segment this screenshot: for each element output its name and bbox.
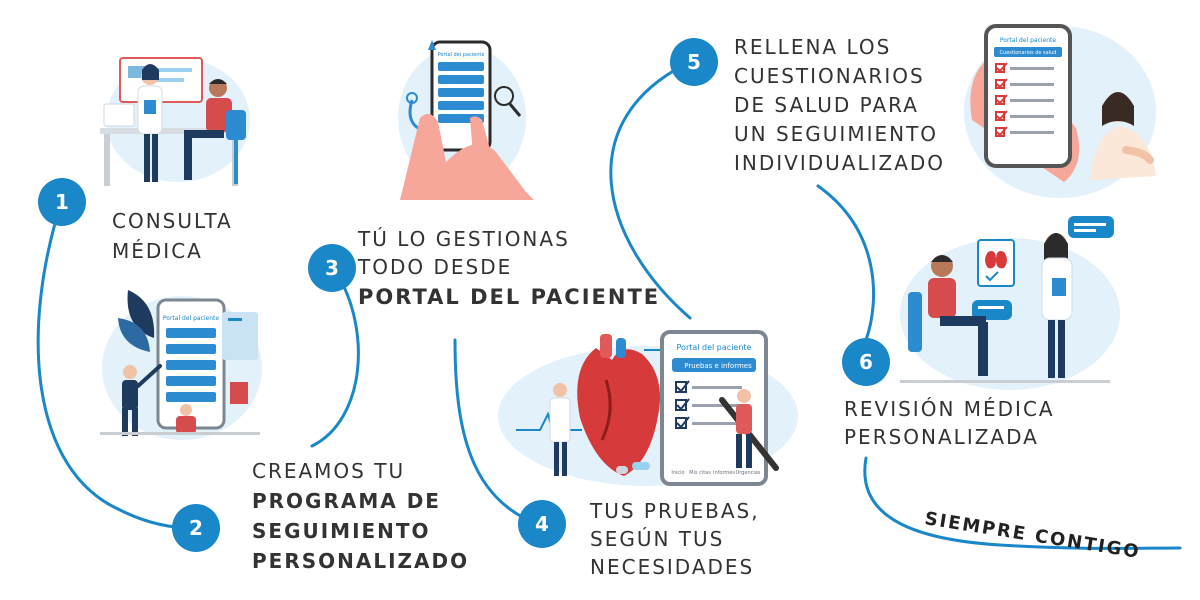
svg-text:2: 2 [189,516,203,540]
illustration-patient-portal: Portal del paciente [398,40,534,200]
step-badge-3: 3 [308,244,356,292]
tests-nav-inicio: Inicio [671,470,684,476]
connector-1-2 [36,198,194,530]
tests-screen-button: Pruebas e informes [684,362,752,370]
tagline: SIEMPRE CONTIGO [923,508,1142,563]
hands [400,113,534,200]
step-3-label: TÚ LO GESTIONAS TODO DESDE PORTAL DEL PA… [357,227,660,309]
connector-6-end [863,456,1182,550]
step-badge-5: 5 [670,38,718,86]
portal-screen-title: Portal del paciente [438,52,485,58]
step-1-label: CONSULTA MÉDICA [112,209,241,263]
svg-text:3: 3 [325,256,339,280]
questionnaire-screen-button: Cuestionarios de salud [1000,50,1057,56]
program-screen-title: Portal del paciente [163,315,220,322]
step-6-label: REVISIÓN MÉDICA PERSONALIZADA [844,397,1063,449]
tests-screen-title: Portal del paciente [677,343,752,352]
svg-text:6: 6 [859,350,873,374]
step-5-label: RELLENA LOS CUESTIONARIOS DE SALUD PARA … [734,35,946,175]
step-labels: CONSULTA MÉDICA CREAMOS TU PROGRAMA DE S… [112,35,1142,579]
step-badge-2: 2 [172,504,220,552]
connector-2-3 [310,270,360,448]
connector-3-4 [453,338,542,527]
checkbox-icon [675,380,690,429]
step-2-label: CREAMOS TU PROGRAMA DE SEGUIMIENTO PERSO… [252,459,469,573]
illustration-questionnaire: Portal del paciente Cuestionarios de sal… [964,24,1156,198]
step-4-label: TUS PRUEBAS, SEGÚN TUS NECESIDADES [589,499,768,579]
illustration-program: Portal del paciente [100,290,262,440]
tests-nav-citas: Mis citas [689,470,711,476]
tests-nav-informes: Informes [713,470,735,476]
svg-text:5: 5 [687,50,701,74]
step-badge-1: 1 [38,178,86,226]
illustration-tests: Portal del paciente Pruebas e informes I… [498,330,798,486]
questionnaire-screen-title: Portal del paciente [1000,37,1057,44]
connector-5-6 [816,184,875,342]
kidney-icon [985,251,1007,269]
step-badge-4: 4 [518,500,566,548]
step-badges: 1 2 3 4 5 6 [38,38,890,552]
svg-text:1: 1 [55,190,69,214]
leaf-decoration [127,290,155,338]
connector-lines [36,60,1182,550]
illustration-consultation [100,57,250,186]
svg-text:4: 4 [535,512,549,536]
heart-illustration [577,348,660,476]
illustration-review [900,216,1120,390]
connector-4-5 [609,60,692,320]
speech-bubble-icon [972,216,1114,320]
questionnaire-checks [995,62,1008,137]
step-badge-6: 6 [842,338,890,386]
tests-nav-urgencias: Urgencias [736,470,761,476]
